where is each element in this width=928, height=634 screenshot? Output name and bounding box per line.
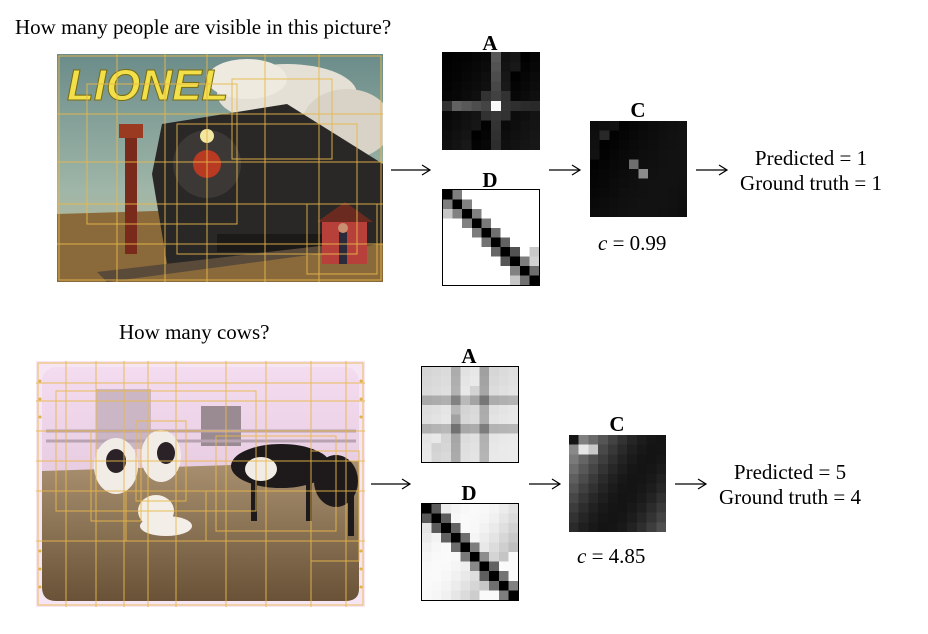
c-value-2-text: = 4.85 [591, 544, 646, 568]
lionel-train-poster-photo: LIONEL [57, 54, 383, 282]
photo-1: LIONEL [57, 54, 383, 282]
label-c-1: C [630, 98, 646, 122]
matrix-a-1-cells [442, 52, 540, 150]
matrix-a-1 [442, 52, 540, 150]
matrix-a-2-cells [422, 367, 518, 462]
predicted-1: Predicted = 1 [754, 146, 868, 170]
arrow-photo-to-matrices-2 [371, 478, 412, 490]
c-value-1-text: = 0.99 [612, 231, 667, 255]
matrix-d-2-cells [422, 504, 518, 600]
label-a-2: A [461, 344, 477, 368]
c-value-1: c = 0.99 [598, 233, 666, 254]
predicted-2: Predicted = 5 [733, 460, 847, 484]
label-d-2: D [461, 481, 477, 505]
cows-and-dog-in-pen-photo [36, 361, 365, 607]
matrix-d-1-cells [443, 190, 539, 285]
arrow-photo-to-matrices-1 [391, 164, 432, 176]
c-symbol-2: c [577, 544, 587, 568]
arrow-c-to-result-2 [675, 478, 708, 490]
c-symbol-1: c [598, 231, 608, 255]
photo-2 [36, 361, 365, 607]
matrix-c-2-cells [569, 435, 666, 532]
result-1: Predicted = 1 Ground truth = 1 [733, 146, 889, 196]
question-1: How many people are visible in this pict… [15, 15, 392, 39]
label-d-1: D [482, 168, 498, 192]
ground-truth-1: Ground truth = 1 [740, 171, 882, 195]
matrix-c-2 [569, 435, 666, 532]
label-a-1: A [482, 31, 498, 55]
matrix-d-1 [442, 189, 540, 286]
question-2: How many cows? [119, 320, 270, 344]
ground-truth-2: Ground truth = 4 [719, 485, 861, 509]
matrix-c-1-cells [590, 121, 687, 217]
matrix-d-2 [421, 503, 519, 601]
arrow-matrices-to-c-2 [529, 478, 562, 490]
arrow-matrices-to-c-1 [549, 164, 582, 176]
label-c-2: C [609, 412, 625, 436]
matrix-a-2 [421, 366, 519, 463]
c-value-2: c = 4.85 [577, 546, 645, 567]
result-2: Predicted = 5 Ground truth = 4 [711, 460, 869, 510]
matrix-c-1 [590, 121, 687, 217]
lionel-logo-text: LIONEL [67, 61, 228, 110]
arrow-c-to-result-1 [696, 164, 729, 176]
